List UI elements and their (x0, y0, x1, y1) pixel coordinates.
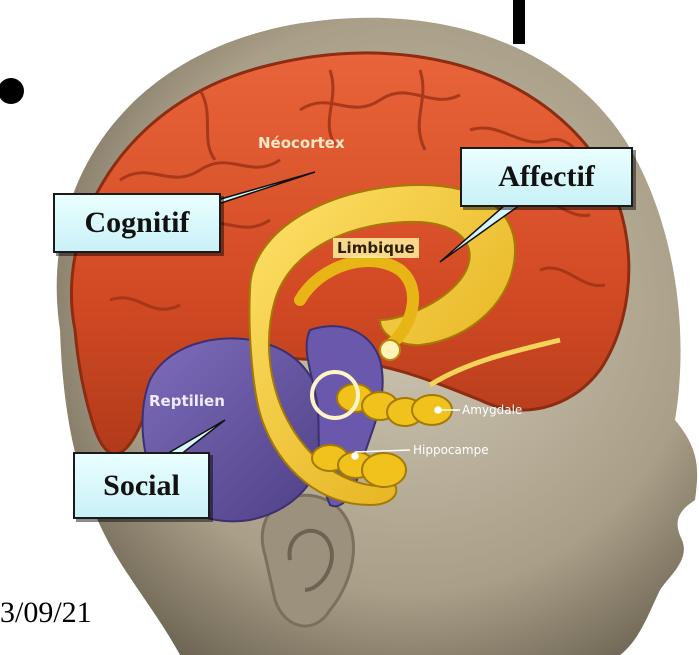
social-callout: Social (73, 452, 210, 519)
amygdale-label: Amygdale (462, 403, 522, 417)
limbique-label: Limbique (333, 238, 419, 258)
affectif-callout: Affectif (460, 147, 633, 207)
neocortex-label: Néocortex (258, 134, 345, 152)
hippocampe-label: Hippocampe (413, 443, 489, 457)
slide-date: 3/09/21 (0, 596, 92, 630)
cognitif-callout: Cognitif (53, 193, 221, 253)
title-fragment (513, 0, 525, 44)
reptilien-label: Reptilien (149, 392, 225, 410)
